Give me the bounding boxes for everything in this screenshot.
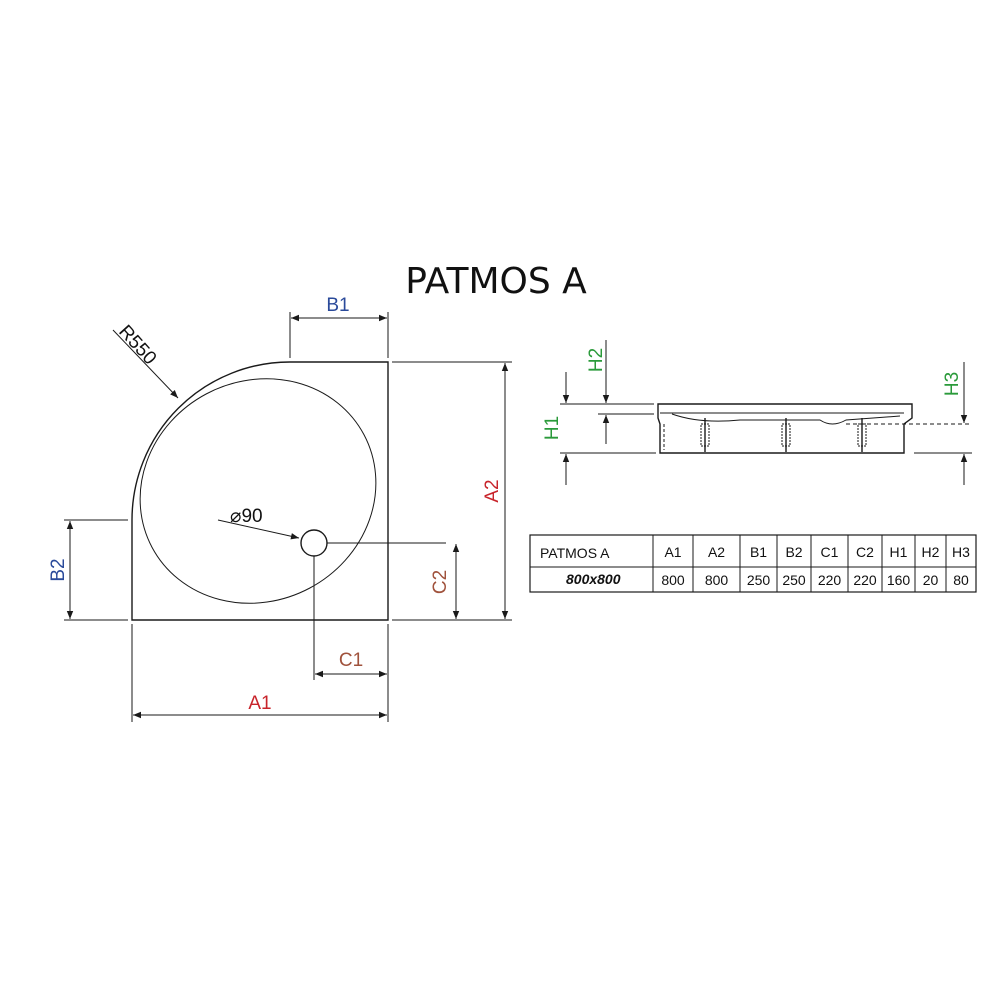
dim-h3-label: H3 [942, 372, 963, 396]
adjustable-foot [700, 418, 710, 452]
table-value-c1: 220 [818, 572, 842, 588]
tray-basin [139, 378, 377, 604]
table-border [529, 534, 977, 593]
table-header-c2: C2 [856, 544, 874, 560]
table-header-b1: B1 [750, 544, 767, 560]
tray-side-profile [657, 403, 913, 454]
table-value-c2: 220 [853, 572, 877, 588]
table-header-a1: A1 [664, 544, 681, 560]
table-header-a2: A2 [708, 544, 725, 560]
dim-a2-label: A2 [482, 479, 503, 502]
dim-h1-label: H1 [542, 416, 563, 440]
table-header-h2: H2 [922, 544, 940, 560]
table-value-a1: 800 [661, 572, 685, 588]
table-value-h2: 20 [923, 572, 939, 588]
page-title: PATMOS A [405, 261, 587, 302]
dim-c1-label: C1 [339, 650, 363, 671]
adjustable-foot [857, 418, 867, 452]
table-value-b2: 250 [782, 572, 806, 588]
dim-b2-label: B2 [48, 558, 69, 581]
drain-circle [300, 529, 328, 557]
drain-diameter-label: ⌀90 [230, 506, 263, 527]
adjustable-foot [781, 418, 791, 452]
table-value-a2: 800 [705, 572, 729, 588]
table-header-h1: H1 [890, 544, 908, 560]
tray-outline [131, 361, 389, 621]
side-view: H1 H2 H3 [542, 340, 972, 485]
dim-c2-label: C2 [430, 570, 451, 594]
table-value-b1: 250 [747, 572, 771, 588]
radius-label: R550 [114, 321, 160, 369]
spec-table: PATMOS A 800x800 A1 800 A2 800 B1 250 B2 250 C1 220… [529, 534, 977, 593]
plan-view: ⌀90 R550 B1 A2 B2 C2 C1 A1 [48, 295, 512, 722]
dim-h2-label: H2 [586, 348, 607, 372]
table-value-h1: 160 [887, 572, 911, 588]
table-model-size: 800x800 [566, 571, 621, 587]
dim-a1-label: A1 [248, 693, 271, 714]
table-header-h3: H3 [952, 544, 970, 560]
dim-b1-label: B1 [326, 295, 349, 316]
table-value-h3: 80 [953, 572, 969, 588]
table-header-b2: B2 [785, 544, 802, 560]
table-model-name: PATMOS A [540, 545, 610, 561]
table-header-c1: C1 [821, 544, 839, 560]
